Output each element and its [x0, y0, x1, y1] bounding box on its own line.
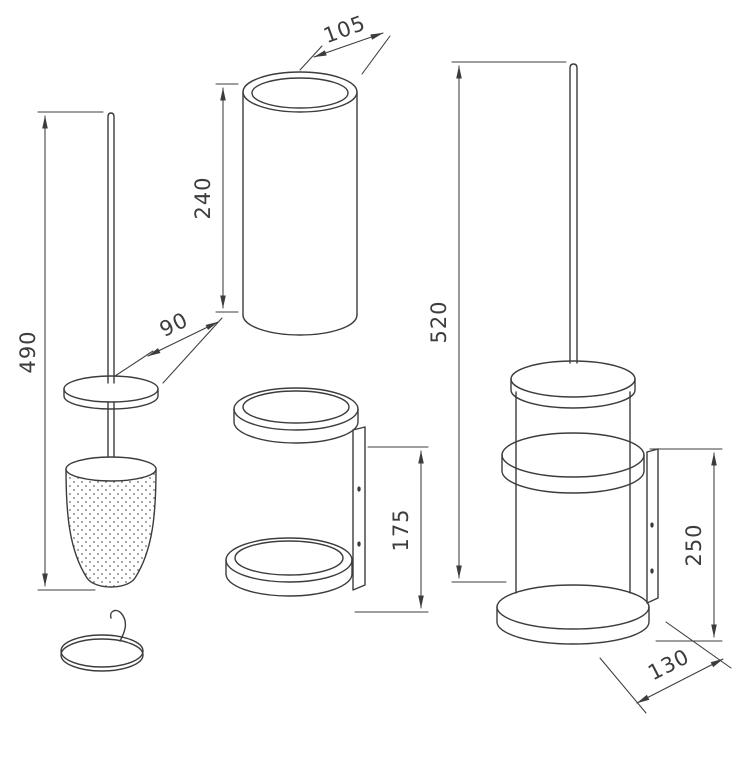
dim-holder-height: 250 [649, 448, 723, 642]
assembled-back-plate [646, 448, 659, 604]
cup-bottom [242, 314, 358, 336]
view-glass-cup [242, 71, 358, 336]
wire-ring-outer [60, 634, 144, 668]
mounting-hole [357, 541, 361, 547]
dim-label-bracket-height: 175 [389, 508, 413, 551]
assembled-ring-outer [501, 432, 645, 478]
view-wall-bracket [225, 387, 366, 597]
brush-head [65, 468, 157, 588]
brush-head-top [65, 456, 157, 482]
cup-walls [242, 91, 358, 316]
dim-total-height: 520 [427, 61, 567, 583]
bracket-top-ring-inner [242, 390, 350, 424]
assembled-ring-band [501, 454, 645, 494]
cup-rim-inner [251, 77, 349, 109]
view-assembled [496, 63, 659, 645]
mounting-hole [650, 568, 654, 574]
dim-label-cup-diameter: 105 [320, 11, 369, 48]
brush-handle [107, 112, 115, 384]
dim-label-brush-length: 490 [16, 330, 40, 373]
dim-cup-diameter: 105 [299, 11, 391, 75]
dimension-annotations: 490 90 105 240 175 520 [16, 11, 732, 714]
dim-label-base-diameter: 130 [644, 644, 693, 685]
mounting-hole [650, 522, 654, 528]
brush-stem [107, 401, 115, 459]
dim-cup-height: 240 [191, 83, 239, 313]
assembled-lid-rim [510, 378, 636, 409]
bracket-base-ring-band [225, 559, 353, 597]
dim-brush-lid-diameter: 90 [114, 308, 223, 384]
assembled-base-band [496, 606, 650, 645]
brush-lid-rim [63, 388, 159, 410]
bracket-back-plate [352, 426, 366, 591]
dim-base-diameter: 130 [599, 621, 732, 714]
wire-ring-hook [109, 609, 127, 642]
bracket-top-ring-outer [233, 387, 359, 431]
dim-bracket-height: 175 [354, 446, 429, 613]
assembled-cup-walls [515, 391, 631, 594]
dim-brush-length: 490 [16, 111, 104, 591]
dim-label-total-height: 520 [427, 300, 451, 343]
assembled-lid-top [510, 360, 636, 398]
view-brush-exploded [60, 112, 159, 672]
brush-lid-top [63, 375, 159, 403]
mounting-hole [357, 486, 361, 492]
dim-label-cup-height: 240 [191, 176, 215, 219]
assembled-base-top [496, 584, 650, 630]
dim-label-holder-height: 250 [682, 523, 706, 566]
wire-ring-inner [60, 638, 144, 672]
bracket-base-ring-inner [234, 540, 344, 576]
bracket-top-ring-band [233, 408, 359, 444]
assembled-handle [569, 63, 578, 364]
